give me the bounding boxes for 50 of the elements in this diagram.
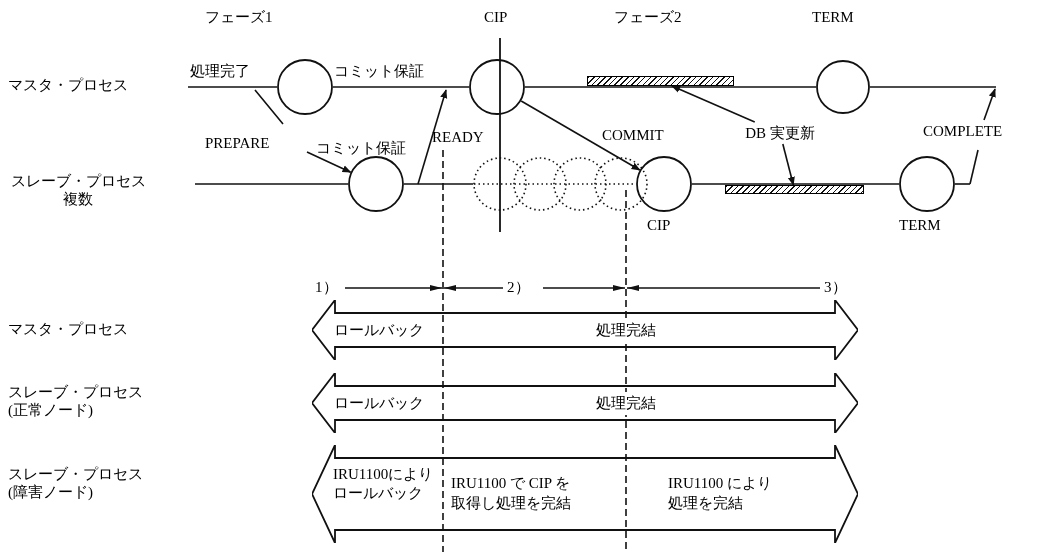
event-label: コミット保証 bbox=[334, 62, 424, 80]
hatched-bar bbox=[725, 185, 864, 194]
period-label: 1） bbox=[315, 278, 338, 296]
outcome-text: ロールバック bbox=[334, 321, 425, 340]
outcome-band bbox=[312, 300, 858, 360]
timeline-line bbox=[524, 86, 817, 88]
process-circle bbox=[636, 156, 692, 212]
row-label: マスタ・プロセス bbox=[8, 76, 128, 94]
message-arrow bbox=[254, 89, 352, 173]
process-circle bbox=[469, 59, 525, 115]
node-caption: CIP bbox=[484, 8, 508, 27]
timeline-line bbox=[187, 86, 278, 88]
outcome-text: ロールバック bbox=[334, 394, 425, 413]
outcome-text: IRU1100 により処理を完結 bbox=[668, 474, 774, 513]
timeline-line bbox=[332, 86, 470, 88]
phase-label: フェーズ1 bbox=[205, 8, 273, 26]
outcome-text: IRU1100によりロールバック bbox=[333, 465, 435, 503]
timeline-line bbox=[194, 183, 349, 185]
node-caption: CIP bbox=[647, 216, 671, 235]
event-label: コミット保証 bbox=[316, 139, 406, 157]
outcome-text: IRU1100 で CIP を取得し処理を完結 bbox=[451, 474, 572, 513]
process-circle bbox=[348, 156, 404, 212]
annotation-text: DB 実更新 bbox=[733, 122, 827, 144]
leader-line bbox=[782, 143, 795, 186]
row-label: スレーブ・プロセス複数 bbox=[9, 172, 147, 208]
message-label: READY bbox=[432, 128, 484, 146]
timeline-line bbox=[403, 183, 474, 185]
period-label: 2） bbox=[507, 278, 530, 296]
timeline-line bbox=[954, 183, 971, 185]
timeline-line bbox=[869, 86, 997, 88]
period-label: 3） bbox=[824, 278, 847, 296]
process-circle bbox=[899, 156, 955, 212]
outcome-band bbox=[312, 373, 858, 433]
leader-line bbox=[671, 85, 756, 123]
process-circle bbox=[816, 60, 870, 114]
phase-label: フェーズ2 bbox=[614, 8, 682, 26]
row-label: スレーブ・プロセス(正常ノード) bbox=[8, 383, 144, 419]
process-circle bbox=[277, 59, 333, 115]
outcome-band bbox=[312, 445, 858, 543]
hatched-bar bbox=[587, 76, 734, 86]
node-caption: TERM bbox=[899, 216, 941, 235]
node-caption: TERM bbox=[812, 8, 854, 27]
event-label: 処理完了 bbox=[190, 62, 250, 80]
row-label: スレーブ・プロセス(障害ノード) bbox=[8, 465, 144, 501]
row-label: マスタ・プロセス bbox=[8, 320, 128, 338]
edge-label: COMMIT bbox=[602, 127, 664, 143]
message-arrow bbox=[520, 100, 641, 171]
message-label: COMPLETE bbox=[923, 122, 1003, 140]
timeline-line bbox=[691, 183, 900, 185]
edge-label: PREPARE bbox=[205, 135, 270, 151]
